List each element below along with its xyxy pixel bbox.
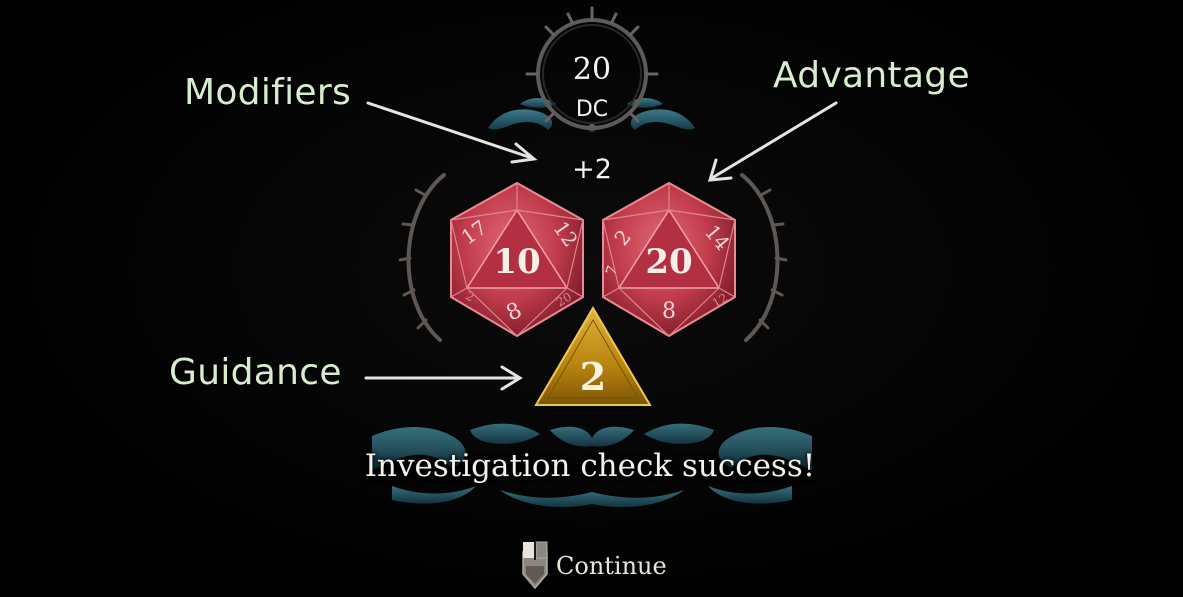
check-result-text: Investigation check success! bbox=[330, 448, 850, 484]
continue-button[interactable]: Continue bbox=[518, 540, 678, 592]
d20-right bbox=[603, 183, 735, 336]
dc-label: DC bbox=[553, 97, 631, 122]
d20-left bbox=[451, 183, 583, 336]
dc-value: 20 bbox=[553, 52, 631, 87]
continue-label: Continue bbox=[556, 552, 667, 580]
annotation-modifiers: Modifiers bbox=[184, 72, 351, 113]
modifier-value: +2 bbox=[552, 154, 632, 185]
annotation-guidance: Guidance bbox=[169, 352, 342, 393]
guidance-arrow bbox=[366, 367, 520, 389]
annotation-advantage: Advantage bbox=[773, 55, 970, 96]
mouse-left-click-icon bbox=[518, 540, 552, 592]
guidance-d4 bbox=[536, 308, 650, 405]
advantage-arrow bbox=[710, 103, 836, 180]
